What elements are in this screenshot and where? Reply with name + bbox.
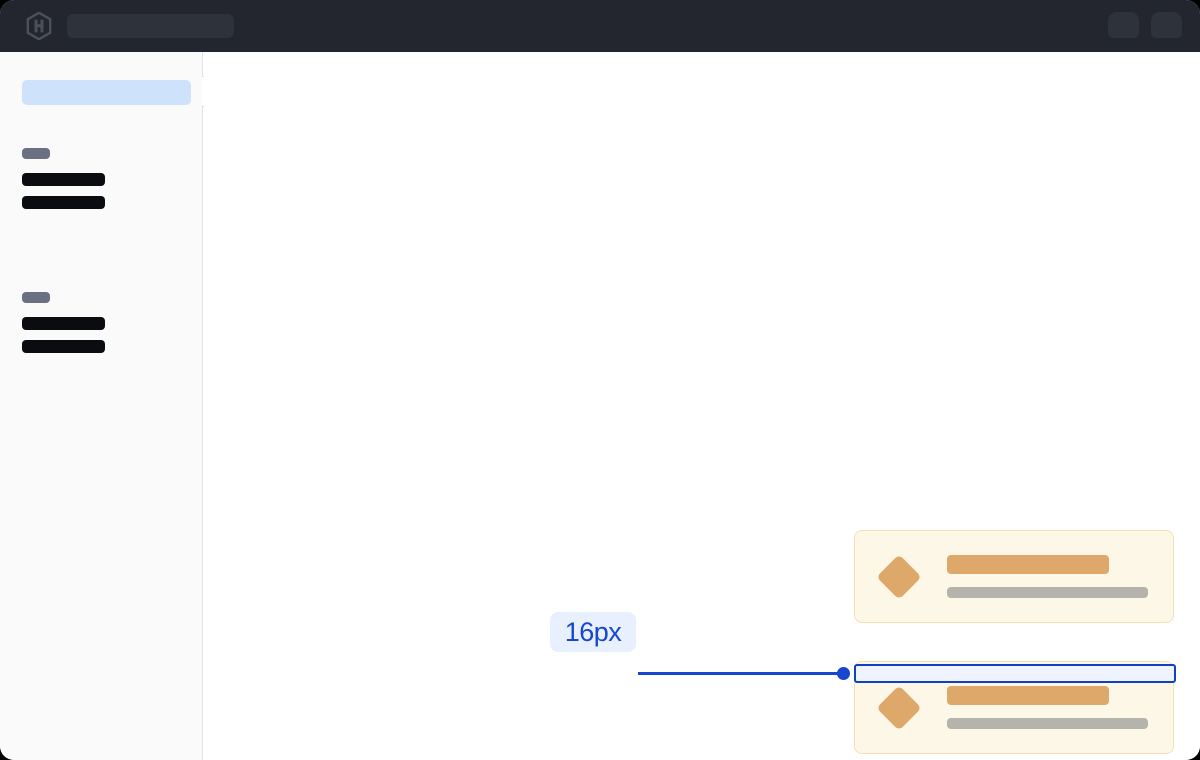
card-text-block	[947, 555, 1148, 598]
hashicorp-logo-icon[interactable]	[26, 12, 52, 40]
spacing-endpoint-dot	[837, 667, 850, 680]
card-text-block	[947, 686, 1148, 729]
global-search-input[interactable]	[67, 14, 234, 38]
spacing-value-badge: 16px	[550, 612, 636, 652]
card-title	[947, 686, 1109, 705]
top-bar-placeholder-icon[interactable]	[1151, 12, 1182, 38]
sidebar-group-label	[22, 148, 50, 159]
main-canvas: 16px	[204, 52, 1200, 760]
sidebar-group-label	[22, 292, 50, 303]
sidebar-item[interactable]	[22, 173, 105, 186]
sidebar	[0, 52, 203, 760]
card-subtitle	[947, 587, 1148, 598]
sidebar-group	[22, 292, 105, 363]
card-title	[947, 555, 1109, 574]
sidebar-item[interactable]	[22, 340, 105, 353]
spacing-gap-highlight	[854, 664, 1176, 683]
diamond-icon	[876, 553, 922, 600]
sidebar-group	[22, 148, 105, 219]
card-subtitle	[947, 718, 1148, 729]
top-bar	[0, 0, 1200, 52]
top-bar-actions	[1108, 12, 1182, 38]
diamond-icon	[876, 684, 922, 731]
sidebar-item[interactable]	[22, 196, 105, 209]
top-bar-placeholder-icon[interactable]	[1108, 12, 1139, 38]
list-item[interactable]	[854, 530, 1174, 623]
card-list	[854, 530, 1174, 754]
card-gap	[854, 623, 1174, 661]
spacing-leader-line	[638, 672, 844, 675]
sidebar-item-selected[interactable]	[22, 80, 191, 105]
sidebar-item[interactable]	[22, 317, 105, 330]
